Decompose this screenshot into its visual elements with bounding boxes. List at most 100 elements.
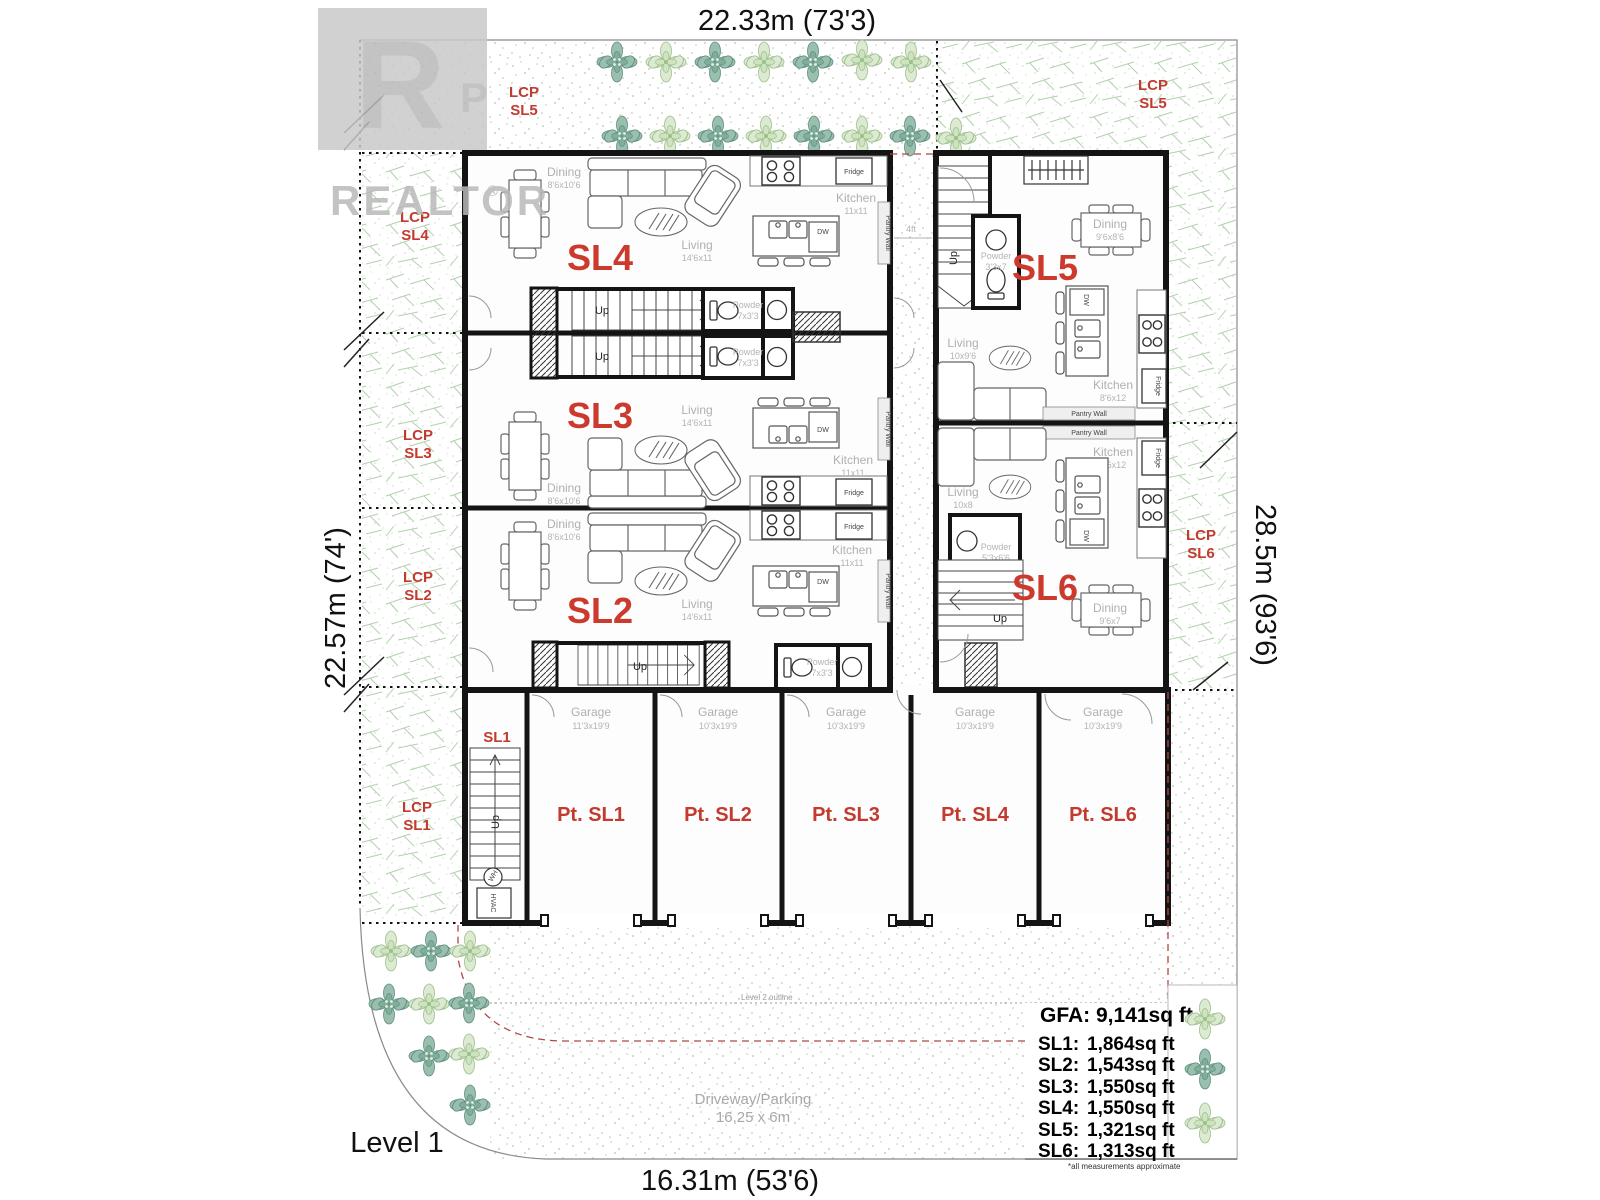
closet xyxy=(1023,155,1089,185)
gfa-row-unit: SL1: xyxy=(1038,1034,1079,1055)
garage-type: Garage xyxy=(826,705,866,719)
kitchen-label: Kitchen xyxy=(836,191,876,205)
up-label: Up xyxy=(993,613,1007,625)
dim-right: 28.5m (93'6) xyxy=(1249,504,1281,666)
dining-size: 8'6x10'6 xyxy=(548,180,581,190)
watermark-registered: ® xyxy=(487,183,498,200)
fridge-label: Fridge xyxy=(1154,376,1161,396)
dim-bottom: 16.31m (53'6) xyxy=(641,1165,819,1197)
up-label: Up xyxy=(948,251,960,265)
garage-size: 10'3x19'9 xyxy=(699,721,737,731)
property-boundary xyxy=(343,39,1238,1160)
gfa-row-unit: SL4: xyxy=(1038,1098,1079,1119)
kitchen-label: Kitchen xyxy=(833,453,873,467)
unit-label-sl2: SL2 xyxy=(567,590,633,631)
garage-type: Garage xyxy=(698,705,738,719)
gfa-row-area: 1,321sq ft xyxy=(1087,1120,1175,1141)
dining-label: Dining xyxy=(547,517,581,531)
living-size: 10x9'6 xyxy=(950,351,976,361)
living-size: 10x8 xyxy=(953,500,973,510)
dw-label: DW xyxy=(1082,294,1089,306)
wh-label: WH xyxy=(488,869,500,883)
up-label: Up xyxy=(595,351,609,363)
living-size: 14'6x11 xyxy=(682,253,713,263)
gfa-row-area: 1,543sq ft xyxy=(1087,1055,1175,1076)
powder-label: Powder xyxy=(981,542,1012,552)
unit-sl4: Fridge Pantry Wall DW Dining 8'6x10'6 Li… xyxy=(500,155,891,380)
lcp-sl4: LCP xyxy=(400,209,430,226)
unit-label-sl1: SL1 xyxy=(483,729,511,746)
sofa xyxy=(937,427,1047,487)
unit-sl2: Fridge Pantry Wall DW Dining 8'6x10'6 Li… xyxy=(500,509,891,691)
garage-owner: Pt. SL2 xyxy=(684,804,752,826)
sofa xyxy=(937,361,1047,421)
dining-size: 9'6x8'6 xyxy=(1096,232,1124,242)
svg-text:SL1: SL1 xyxy=(403,817,431,834)
garage-type: Garage xyxy=(955,705,995,719)
living-size: 14'6x11 xyxy=(682,612,713,622)
unit-label-sl3: SL3 xyxy=(567,395,633,436)
garage-owner: Pt. SL4 xyxy=(941,804,1010,826)
kitchen-size: 8'6x12 xyxy=(1100,393,1126,403)
svg-text:SL4: SL4 xyxy=(401,227,429,244)
lcp-sl3: LCP xyxy=(403,427,433,444)
dim-left: 22.57m (74') xyxy=(320,527,352,689)
powder-size: 3'3x7 xyxy=(985,262,1006,272)
garage-doors xyxy=(540,914,1154,928)
dw-label: DW xyxy=(817,229,829,236)
lcp-top-right: LCP xyxy=(1138,77,1168,94)
fridge-label: Fridge xyxy=(844,169,864,176)
gfa-panel: GFA: 9,141sq ft SL1: 1,864sq ft SL2: 1,5… xyxy=(1025,984,1238,1171)
unit-label-sl5: SL5 xyxy=(1012,247,1078,288)
svg-text:16.25 x 6m: 16.25 x 6m xyxy=(716,1109,790,1126)
up-label: Up xyxy=(633,661,647,673)
gfa-row-unit: SL6: xyxy=(1038,1141,1079,1162)
kitchen-size: 11x11 xyxy=(844,206,867,216)
lcp-sl2: LCP xyxy=(403,569,433,586)
dining-label: Dining xyxy=(547,481,581,495)
powder-size: 7x3'3 xyxy=(737,358,758,368)
garage-size: 11'3x19'9 xyxy=(572,721,609,731)
fridge-label: Fridge xyxy=(1154,448,1161,468)
dining-label: Dining xyxy=(547,165,581,179)
level-label: Level 1 xyxy=(350,1127,444,1159)
up-label: Up xyxy=(490,815,502,829)
gfa-row-unit: SL3: xyxy=(1038,1077,1079,1098)
pantry-label: Pantry Wall xyxy=(884,573,891,609)
stairs xyxy=(937,559,1024,641)
kitchen-label: Kitchen xyxy=(1093,378,1133,392)
powder-size: 5'3x6'6 xyxy=(982,553,1010,563)
living-label: Living xyxy=(681,238,712,252)
building-left: Fridge Pantry Wall DW Dining 8'6x10'6 Li… xyxy=(462,150,893,693)
garage-size: 10'3x19'9 xyxy=(827,721,865,731)
flower-bed-bottom-left xyxy=(368,930,491,1126)
dw-label: DW xyxy=(817,579,829,586)
dining-label: Dining xyxy=(1093,217,1127,231)
fridge-label: Fridge xyxy=(844,490,864,497)
powder-label: Powder xyxy=(733,300,764,310)
kitchen-label: Kitchen xyxy=(1093,445,1133,459)
living-label: Living xyxy=(947,336,978,350)
powder-label: Powder xyxy=(807,657,838,667)
dining-size: 8'6x10'6 xyxy=(548,496,581,506)
watermark-brand: REALTOR xyxy=(330,177,550,224)
driveway-label: Driveway/Parking xyxy=(695,1091,812,1108)
building-right: Up Powder 3'3x7 Dining 9'6x8'6 DW Fridge… xyxy=(933,150,1169,693)
pantry-label: Pantry Wall xyxy=(1071,430,1107,437)
gfa-row-area: 1,550sq ft xyxy=(1087,1077,1175,1098)
gfa-row-area: 1,313sq ft xyxy=(1087,1141,1175,1162)
gfa-row-area: 1,550sq ft xyxy=(1087,1098,1175,1119)
fridge-label: Fridge xyxy=(844,524,864,531)
unit-sl3: Up Powder 7x3'3 DW Fridge Pantry Wall Di… xyxy=(500,311,891,509)
svg-text:SL2: SL2 xyxy=(404,587,432,604)
svg-text:SL6: SL6 xyxy=(1187,545,1215,562)
garage-owner: Pt. SL1 xyxy=(557,804,625,826)
realtor-watermark: R P REALTOR ® xyxy=(318,8,550,224)
lcp-sl6: LCP xyxy=(1186,527,1216,544)
gfa-row-unit: SL2: xyxy=(1038,1055,1079,1076)
kitchen-size: 11x11 xyxy=(841,468,864,478)
unit-sl6: Pantry Wall Fridge Kitchen 8'6x12 DW Liv… xyxy=(937,425,1167,688)
living-label: Living xyxy=(681,403,712,417)
garage-type: Garage xyxy=(571,705,611,719)
